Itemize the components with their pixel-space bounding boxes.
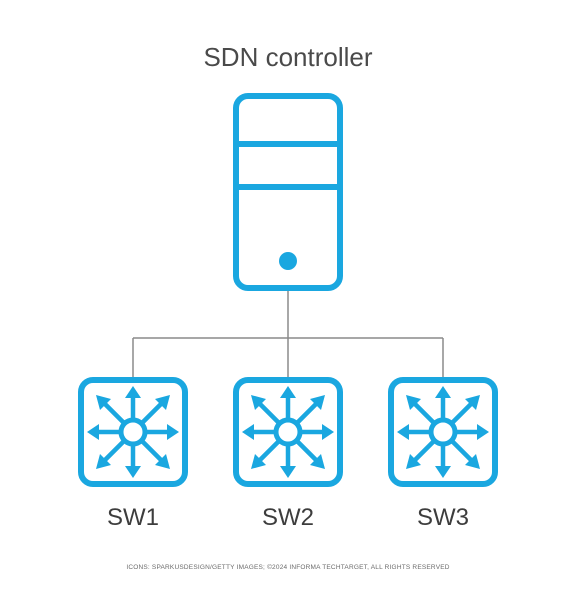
controller-label: SDN controller [203,42,373,72]
switch-label-sw1: SW1 [106,504,159,531]
connection-lines [132,290,444,378]
switch-icon [81,380,185,484]
image-credit: ICONS: SPARKUSDESIGN/GETTY IMAGES; ©2024… [126,564,450,571]
switch-icon [391,380,495,484]
switch-label-sw3: SW3 [416,504,469,531]
switch-icon [236,380,340,484]
server-icon [233,93,343,291]
switch-label-sw2: SW2 [261,504,314,531]
